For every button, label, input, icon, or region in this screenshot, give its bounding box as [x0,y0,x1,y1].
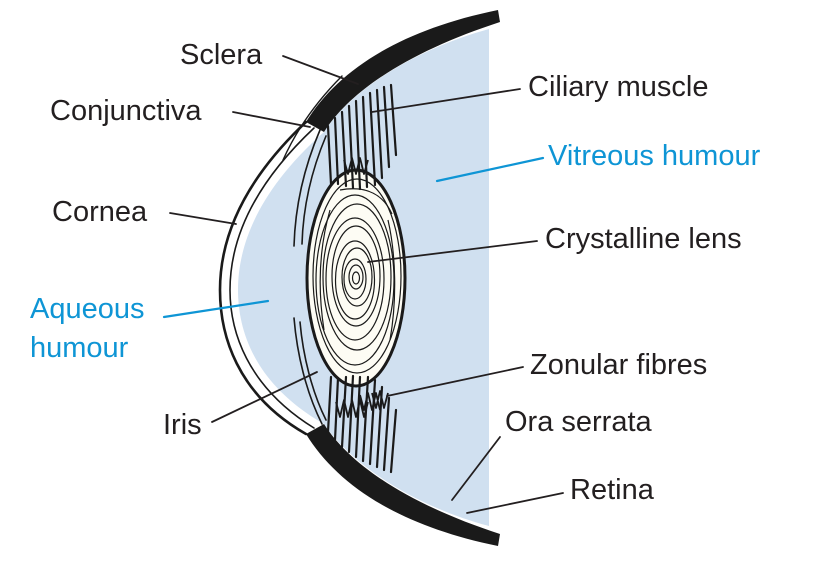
aqueous-humour-leader-line [162,299,270,319]
label-aqueous-humour-line1: Aqueous [30,293,145,325]
sclera-leader-line [282,55,359,85]
ora-serrata-leader-line [451,436,501,501]
label-retina: Retina [570,474,655,506]
label-conjunctiva: Conjunctiva [50,95,202,127]
sclera-wall-top [306,10,500,132]
label-zonular-fibres: Zonular fibres [530,349,707,381]
ciliary-muscle-hatching-bottom [326,374,398,474]
conjunctiva-leader-line [232,111,311,128]
lens-outer-capsule [305,168,407,388]
retina-leader-line [466,492,564,514]
iris-outline [293,129,327,425]
ciliary-muscle-leader-line [371,88,521,113]
zonular-fibres-leader-line [386,366,524,397]
cornea-outer-outline [218,120,308,436]
crystalline-lens-leader-line [367,240,538,263]
conjunctiva-membrane-line [282,75,343,161]
iris-leader-line [211,371,318,423]
lens-texture-arcs [319,188,396,341]
label-ciliary-muscle: Ciliary muscle [528,71,708,103]
zonular-fibres-zigzag [335,157,389,418]
label-cornea: Cornea [52,196,148,228]
label-sclera: Sclera [180,39,263,71]
cornea-inner-outline [229,127,315,429]
sclera-wall-bottom [306,424,500,546]
label-aqueous-humour-line2: humour [30,332,129,364]
label-ora-serrata: Ora serrata [505,406,653,438]
crystalline-lens-drawing [305,168,407,388]
vitreous-humour-leader-line [435,156,545,183]
label-iris: Iris [163,409,202,441]
label-crystalline-lens: Crystalline lens [545,223,742,255]
label-vitreous-humour: Vitreous humour [548,140,761,172]
cornea-leader-line [169,212,237,225]
ciliary-muscle-hatching-top [326,83,398,191]
